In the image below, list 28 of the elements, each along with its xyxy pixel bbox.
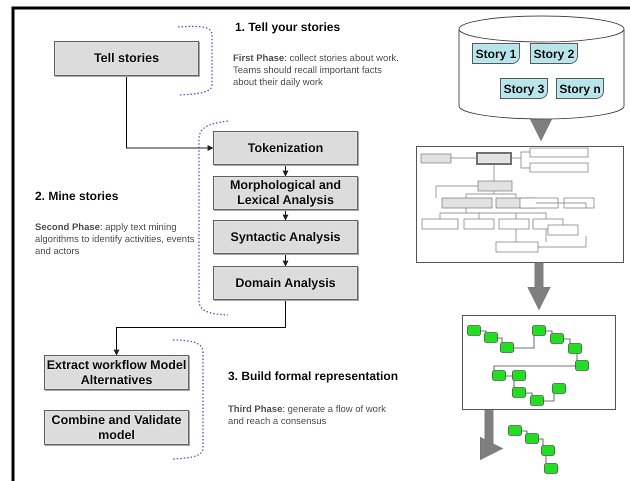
arrow <box>282 164 288 177</box>
phase-description: Third Phase: generate a flow of work and reach a consensus <box>228 404 387 428</box>
phase-heading: 1. Tell your stories <box>235 20 340 34</box>
arrow <box>126 76 214 151</box>
class-diagram-drawing <box>416 146 624 263</box>
arrow <box>282 210 288 221</box>
document-shape: Story n <box>556 78 604 99</box>
document-shape: Story 1 <box>472 43 520 64</box>
process-box: Tell stories <box>54 41 199 76</box>
process-box: Syntactic Analysis <box>213 220 358 254</box>
phase-heading: 3. Build formal representation <box>228 369 398 383</box>
phase-description: Second Phase: apply text mining algorithms to identify activities, events and actors <box>35 222 196 258</box>
phase-heading: 2. Mine stories <box>35 189 118 203</box>
arrow <box>114 300 286 356</box>
database-cylinder <box>458 15 625 120</box>
workflow-drawing <box>462 315 616 410</box>
process-box: Tokenization <box>213 131 358 165</box>
block-arrow <box>529 118 553 142</box>
arrow <box>282 254 288 267</box>
document-shape: Story 3 <box>500 78 548 99</box>
process-box: Extract workflow Model Alternatives <box>44 355 189 390</box>
process-box: Morphological and Lexical Analysis <box>213 176 358 210</box>
document-shape: Story 2 <box>530 43 578 64</box>
block-arrow <box>527 263 551 310</box>
block-arrow <box>480 410 504 460</box>
process-box: Combine and Validate model <box>44 410 189 445</box>
process-box: Domain Analysis <box>213 266 358 300</box>
phase-description: First Phase: collect stories about work. Teams should recall important facts about their daily work <box>233 53 400 89</box>
